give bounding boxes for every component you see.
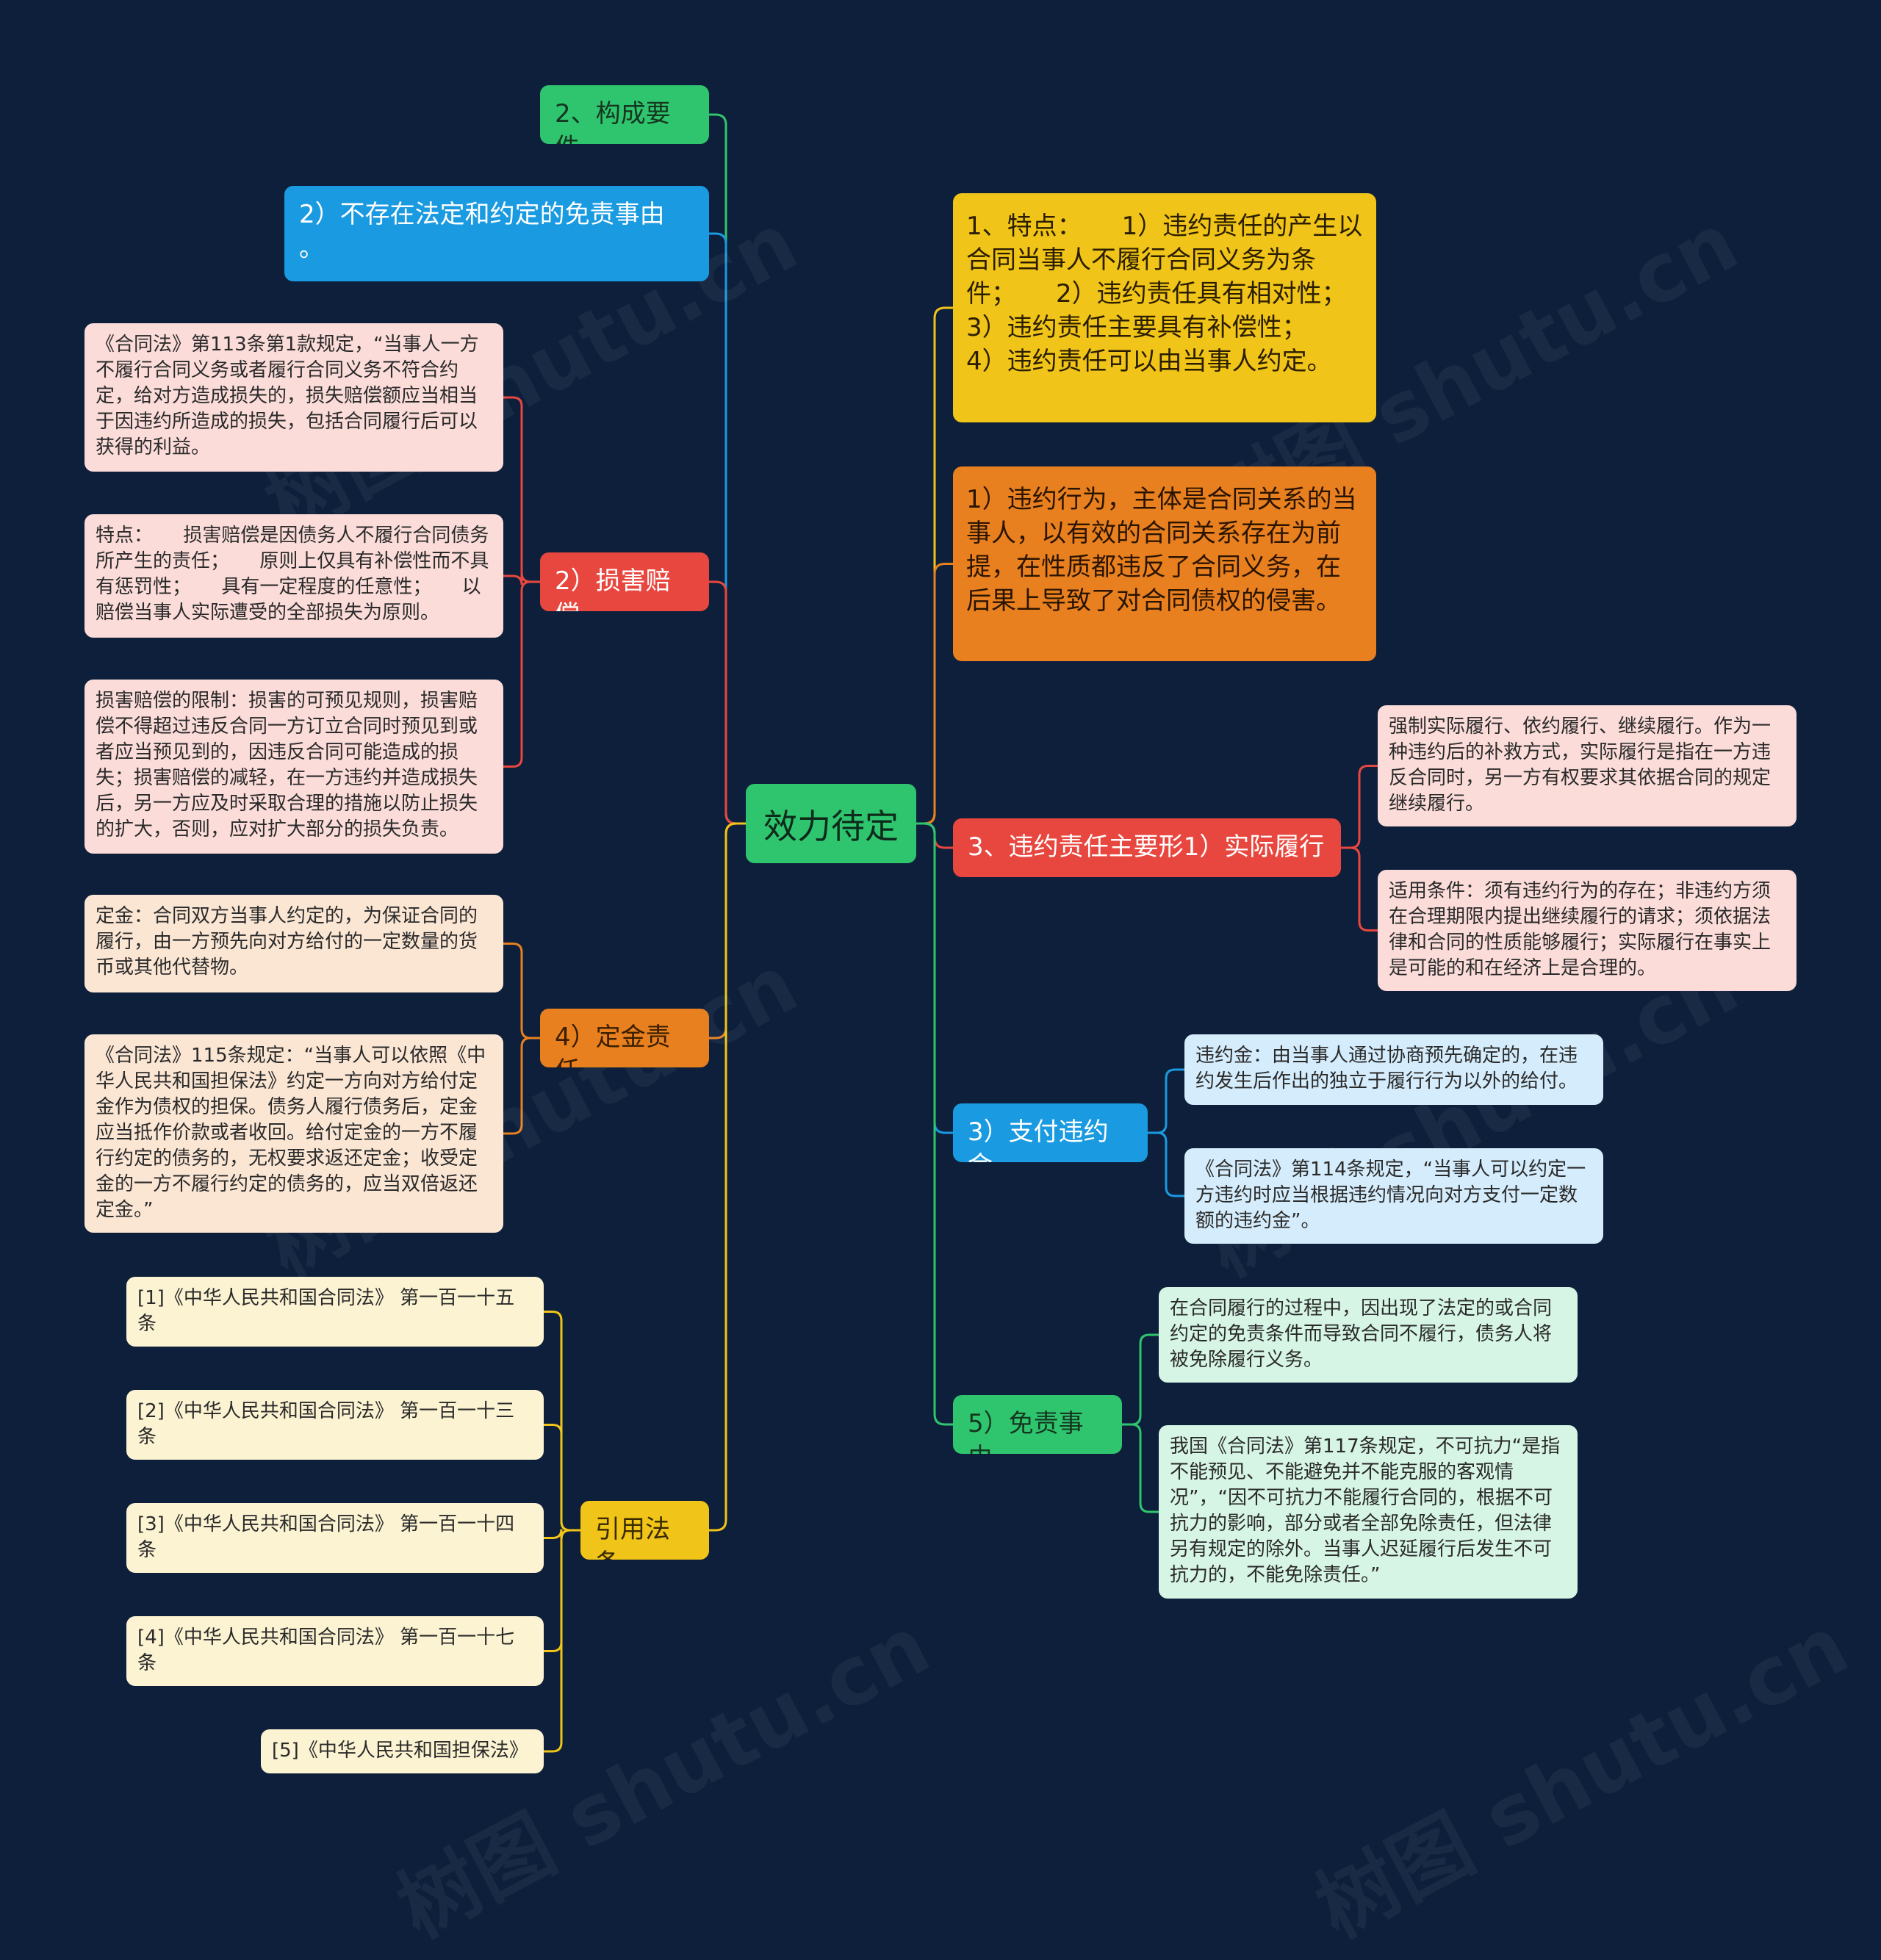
mind-map-canvas: 树图 shutu.cn 树图 shutu.cn 树图 shutu.cn 树图 s… — [84, 85, 1863, 1956]
leaf-dingjin-1[interactable]: 定金：合同双方当事人约定的，为保证合同的履行，由一方预先向对方给付的一定数量的货… — [84, 895, 503, 992]
connector-n-mianze-n-mz0 — [1122, 1333, 1159, 1426]
connector-n-zhifu-n-zf1 — [1148, 1131, 1184, 1197]
topic-mianze[interactable]: 5）免责事由 — [953, 1395, 1122, 1454]
leaf-mianze-2[interactable]: 我国《合同法》第117条规定，不可抗力“是指不能预见、不能避免并不能克服的客观情… — [1159, 1425, 1578, 1599]
leaf-shiji-1[interactable]: 强制实际履行、依约履行、继续履行。作为一种违约后的补救方式，实际履行是指在一方违… — [1378, 705, 1797, 826]
connector-n-yinyong-n-yy1 — [544, 1424, 580, 1532]
topic-shiji[interactable]: 3、违约责任主要形1）实际履行 — [953, 818, 1341, 877]
leaf-citation-3[interactable]: [3]《中华人民共和国合同法》 第一百一十四条 — [126, 1503, 544, 1573]
connector-root-n-bucunzai — [709, 232, 746, 825]
connector-n-shiji-n-sj0 — [1341, 765, 1378, 849]
topic-sunhai[interactable]: 2）损害赔偿 — [540, 552, 709, 611]
leaf-citation-1[interactable]: [1]《中华人民共和国合同法》 第一百一十五条 — [126, 1277, 544, 1347]
connector-n-dingjin-n-dj0 — [503, 943, 540, 1040]
connector-root-n-goucheng — [709, 113, 746, 825]
leaf-citation-2[interactable]: [2]《中华人民共和国合同法》 第一百一十三条 — [126, 1390, 544, 1460]
leaf-sunhai-3[interactable]: 损害赔偿的限制：损害的可预见规则，损害赔偿不得超过违反合同一方订立合同时预见到或… — [84, 680, 503, 854]
leaf-shiji-2[interactable]: 适用条件：须有违约行为的存在；非违约方须在合理期限内提出继续履行的请求；须依据法… — [1378, 870, 1797, 991]
leaf-mianze-1[interactable]: 在合同履行的过程中，因出现了法定的或合同约定的免责条件而导致合同不履行，债务人将… — [1159, 1287, 1578, 1383]
topic-tedian[interactable]: 1、特点： 1）违约责任的产生以合同当事人不履行合同义务为条件； 2）违约责任具… — [953, 193, 1376, 422]
leaf-citation-5[interactable]: [5]《中华人民共和国担保法》 — [261, 1729, 544, 1773]
leaf-zhifu-2[interactable]: 《合同法》第114条规定，“当事人可以约定一方违约时应当根据违约情况向对方支付一… — [1184, 1148, 1603, 1244]
topic-yinyong[interactable]: 引用法条 — [580, 1501, 709, 1560]
connector-n-sunhai-n-sh2 — [503, 580, 540, 768]
topic-dingjin[interactable]: 4）定金责任 — [540, 1009, 709, 1067]
leaf-citation-4[interactable]: [4]《中华人民共和国合同法》 第一百一十七条 — [126, 1616, 544, 1686]
connector-lines — [503, 113, 1378, 1753]
connector-n-yinyong-n-yy4 — [544, 1529, 580, 1753]
connector-root-n-yinyong — [709, 822, 746, 1532]
connector-n-mianze-n-mz1 — [1122, 1423, 1159, 1513]
connector-root-n-mianze — [916, 822, 953, 1426]
leaf-sunhai-2[interactable]: 特点： 损害赔偿是因债务人不履行合同债务所产生的责任； 原则上仅具有补偿性而不具… — [84, 514, 503, 638]
leaf-zhifu-1[interactable]: 违约金：由当事人通过协商预先确定的，在违约发生后作出的独立于履行行为以外的给付。 — [1184, 1034, 1603, 1105]
root-topic[interactable]: 效力待定 — [746, 784, 916, 863]
connector-root-n-dingjin — [709, 822, 746, 1040]
leaf-sunhai-1[interactable]: 《合同法》第113条第1款规定，“当事人一方不履行合同义务或者履行合同义务不符合… — [84, 323, 503, 472]
topic-zhifu[interactable]: 3）支付违约金 — [953, 1103, 1148, 1162]
connector-n-sunhai-n-sh0 — [503, 396, 540, 583]
topic-weiyue[interactable]: 1）违约行为，主体是合同关系的当事人，以有效的合同关系存在为前提，在性质都违反了… — [953, 466, 1376, 661]
connector-n-sunhai-n-sh1 — [503, 572, 540, 586]
connector-root-n-sunhai — [709, 580, 746, 825]
connector-root-n-weiyue — [916, 563, 953, 825]
connector-n-zhifu-n-zf0 — [1148, 1068, 1184, 1134]
leaf-dingjin-2[interactable]: 《合同法》115条规定：“当事人可以依照《中华人民共和国担保法》约定一方向对方给… — [84, 1034, 503, 1233]
topic-goucheng[interactable]: 2、构成要件 — [540, 85, 709, 144]
topic-bucunzai[interactable]: 2）不存在法定和约定的免责事由 。 — [284, 186, 709, 281]
connector-n-shiji-n-sj1 — [1341, 846, 1378, 932]
connector-n-dingjin-n-dj1 — [503, 1037, 540, 1135]
